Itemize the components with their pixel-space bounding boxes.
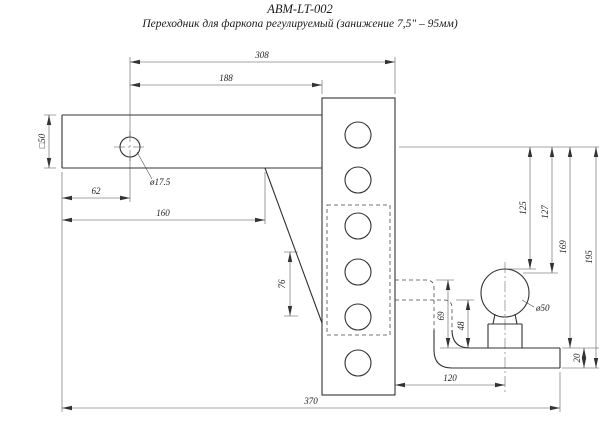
dim-square-50: □50 [37,133,47,148]
ball-neck [492,313,518,325]
dim-ball-diameter: ø50 [535,303,550,313]
bracket-hidden-inner [395,299,453,330]
gusset-edge [264,167,323,324]
dimension-lines [46,59,599,411]
dimension-labels: 308 188 □50 ø17.5 62 160 76 125 127 169 … [37,50,594,406]
drawing-subtitle: Переходник для фаркопа регулируемый (зан… [141,17,457,30]
dim-188: 188 [219,73,233,83]
drawing-title: ABM-LT-002 [266,2,333,16]
ball-platform [433,329,561,369]
plate-hole-1 [344,121,372,149]
dim-195: 195 [584,250,594,264]
ball-leader-line [521,299,535,308]
dim-69: 69 [436,311,446,321]
dim-62: 62 [92,186,102,196]
plate-hole-6 [344,349,372,377]
plate-hole-2 [344,166,372,194]
shank-bar [61,114,322,169]
dim-308: 308 [254,50,269,60]
dim-127: 127 [540,205,550,219]
dim-125: 125 [518,201,528,215]
dim-76: 76 [277,279,287,289]
hidden-lines [326,204,453,336]
hole-leader-line [136,151,153,180]
centerlines [114,131,506,392]
slider-hidden-outline [326,204,391,336]
vertical-plate [264,97,396,396]
plate-hole-4 [344,258,372,286]
plate-hole-3 [344,212,372,240]
plate-hole-5 [344,303,372,331]
dim-370: 370 [303,396,318,406]
dim-169: 169 [558,240,568,254]
ball-mount [433,268,561,369]
dim-hole-diameter: ø17.5 [149,177,171,187]
bracket-hidden-outer [395,279,435,330]
dim-20: 20 [572,353,582,363]
dim-48: 48 [456,321,466,331]
dim-120: 120 [443,373,457,383]
dim-160: 160 [156,208,170,218]
